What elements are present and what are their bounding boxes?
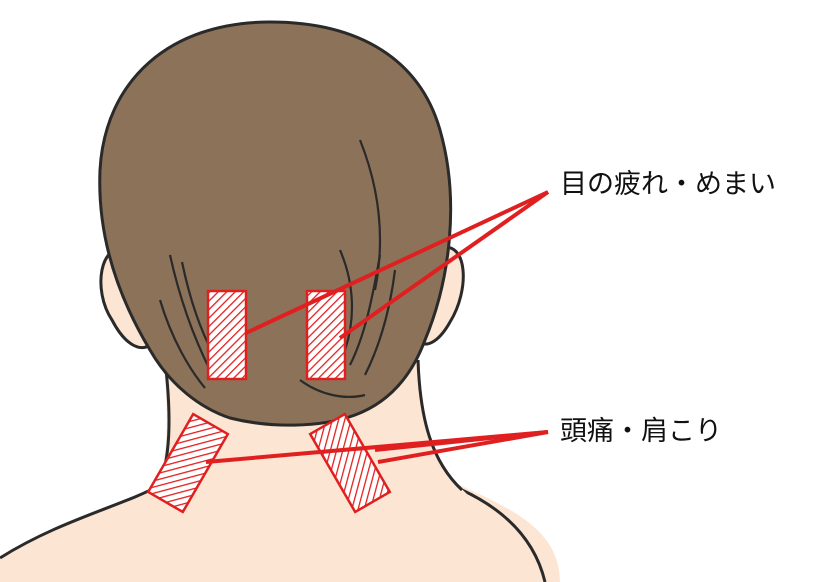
shoulders [0, 485, 560, 582]
marker-upper-left [208, 291, 246, 379]
callout-headache-stiff-shoulders: 頭痛・肩こり [560, 418, 722, 445]
marker-upper-right [307, 291, 345, 379]
hair [100, 22, 451, 425]
callout-eye-strain-dizziness: 目の疲れ・めまい [560, 171, 776, 198]
